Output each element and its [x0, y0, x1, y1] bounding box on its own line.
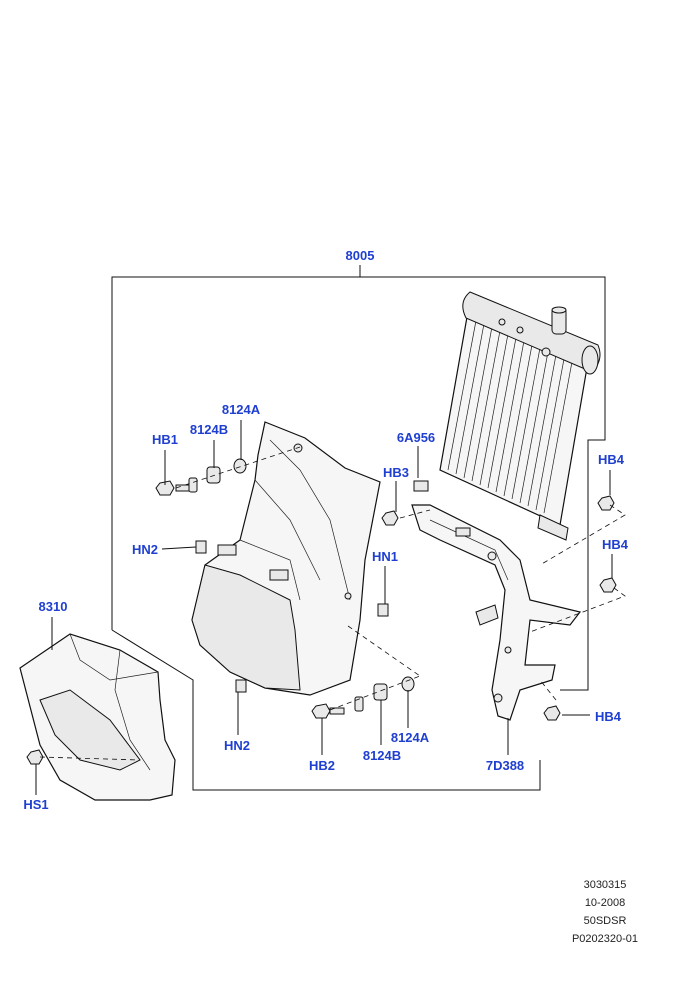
- assembly-paths: [39, 446, 626, 761]
- label-8310: 8310: [39, 599, 68, 614]
- footer-ref-number: 3030315: [583, 879, 627, 891]
- mounting-bracket: [411, 504, 582, 721]
- footer-model-code: 50SDSR: [583, 915, 627, 927]
- label-hb4-mid: HB4: [602, 537, 629, 552]
- bolt-hb1: [155, 480, 191, 496]
- label-hb2: HB2: [309, 758, 335, 773]
- label-hb4-bottom: HB4: [595, 709, 622, 724]
- footer-illustration-id: P0202320-01: [571, 933, 639, 945]
- label-hn2-left: HN2: [132, 542, 158, 557]
- bolt-hb2: [311, 703, 345, 719]
- label-hs1: HS1: [23, 797, 48, 812]
- label-8124b-top: 8124B: [190, 422, 228, 437]
- fasteners: [26, 458, 617, 765]
- label-7d388: 7D388: [486, 758, 524, 773]
- label-8005: 8005: [346, 248, 375, 263]
- label-hb1: HB1: [152, 432, 178, 447]
- leader-lines: [35, 420, 613, 795]
- oil-cooler: [439, 291, 601, 541]
- part-labels: 8005 HB1 8124B 8124A 6A956 HB3 HB4 HB4 H…: [23, 248, 628, 812]
- label-hn1: HN1: [372, 549, 398, 564]
- footer-date: 10-2008: [584, 897, 626, 909]
- label-8124a-top: 8124A: [222, 402, 261, 417]
- air-shroud: [19, 633, 176, 801]
- label-hb3: HB3: [383, 465, 409, 480]
- air-duct: [191, 421, 381, 696]
- label-hn2-bottom: HN2: [224, 738, 250, 753]
- label-8124a-bottom: 8124A: [391, 730, 430, 745]
- label-8124b-bottom: 8124B: [363, 748, 401, 763]
- assembly-bracket: [111, 265, 606, 791]
- label-hb4-top: HB4: [598, 452, 625, 467]
- label-6a956: 6A956: [397, 430, 435, 445]
